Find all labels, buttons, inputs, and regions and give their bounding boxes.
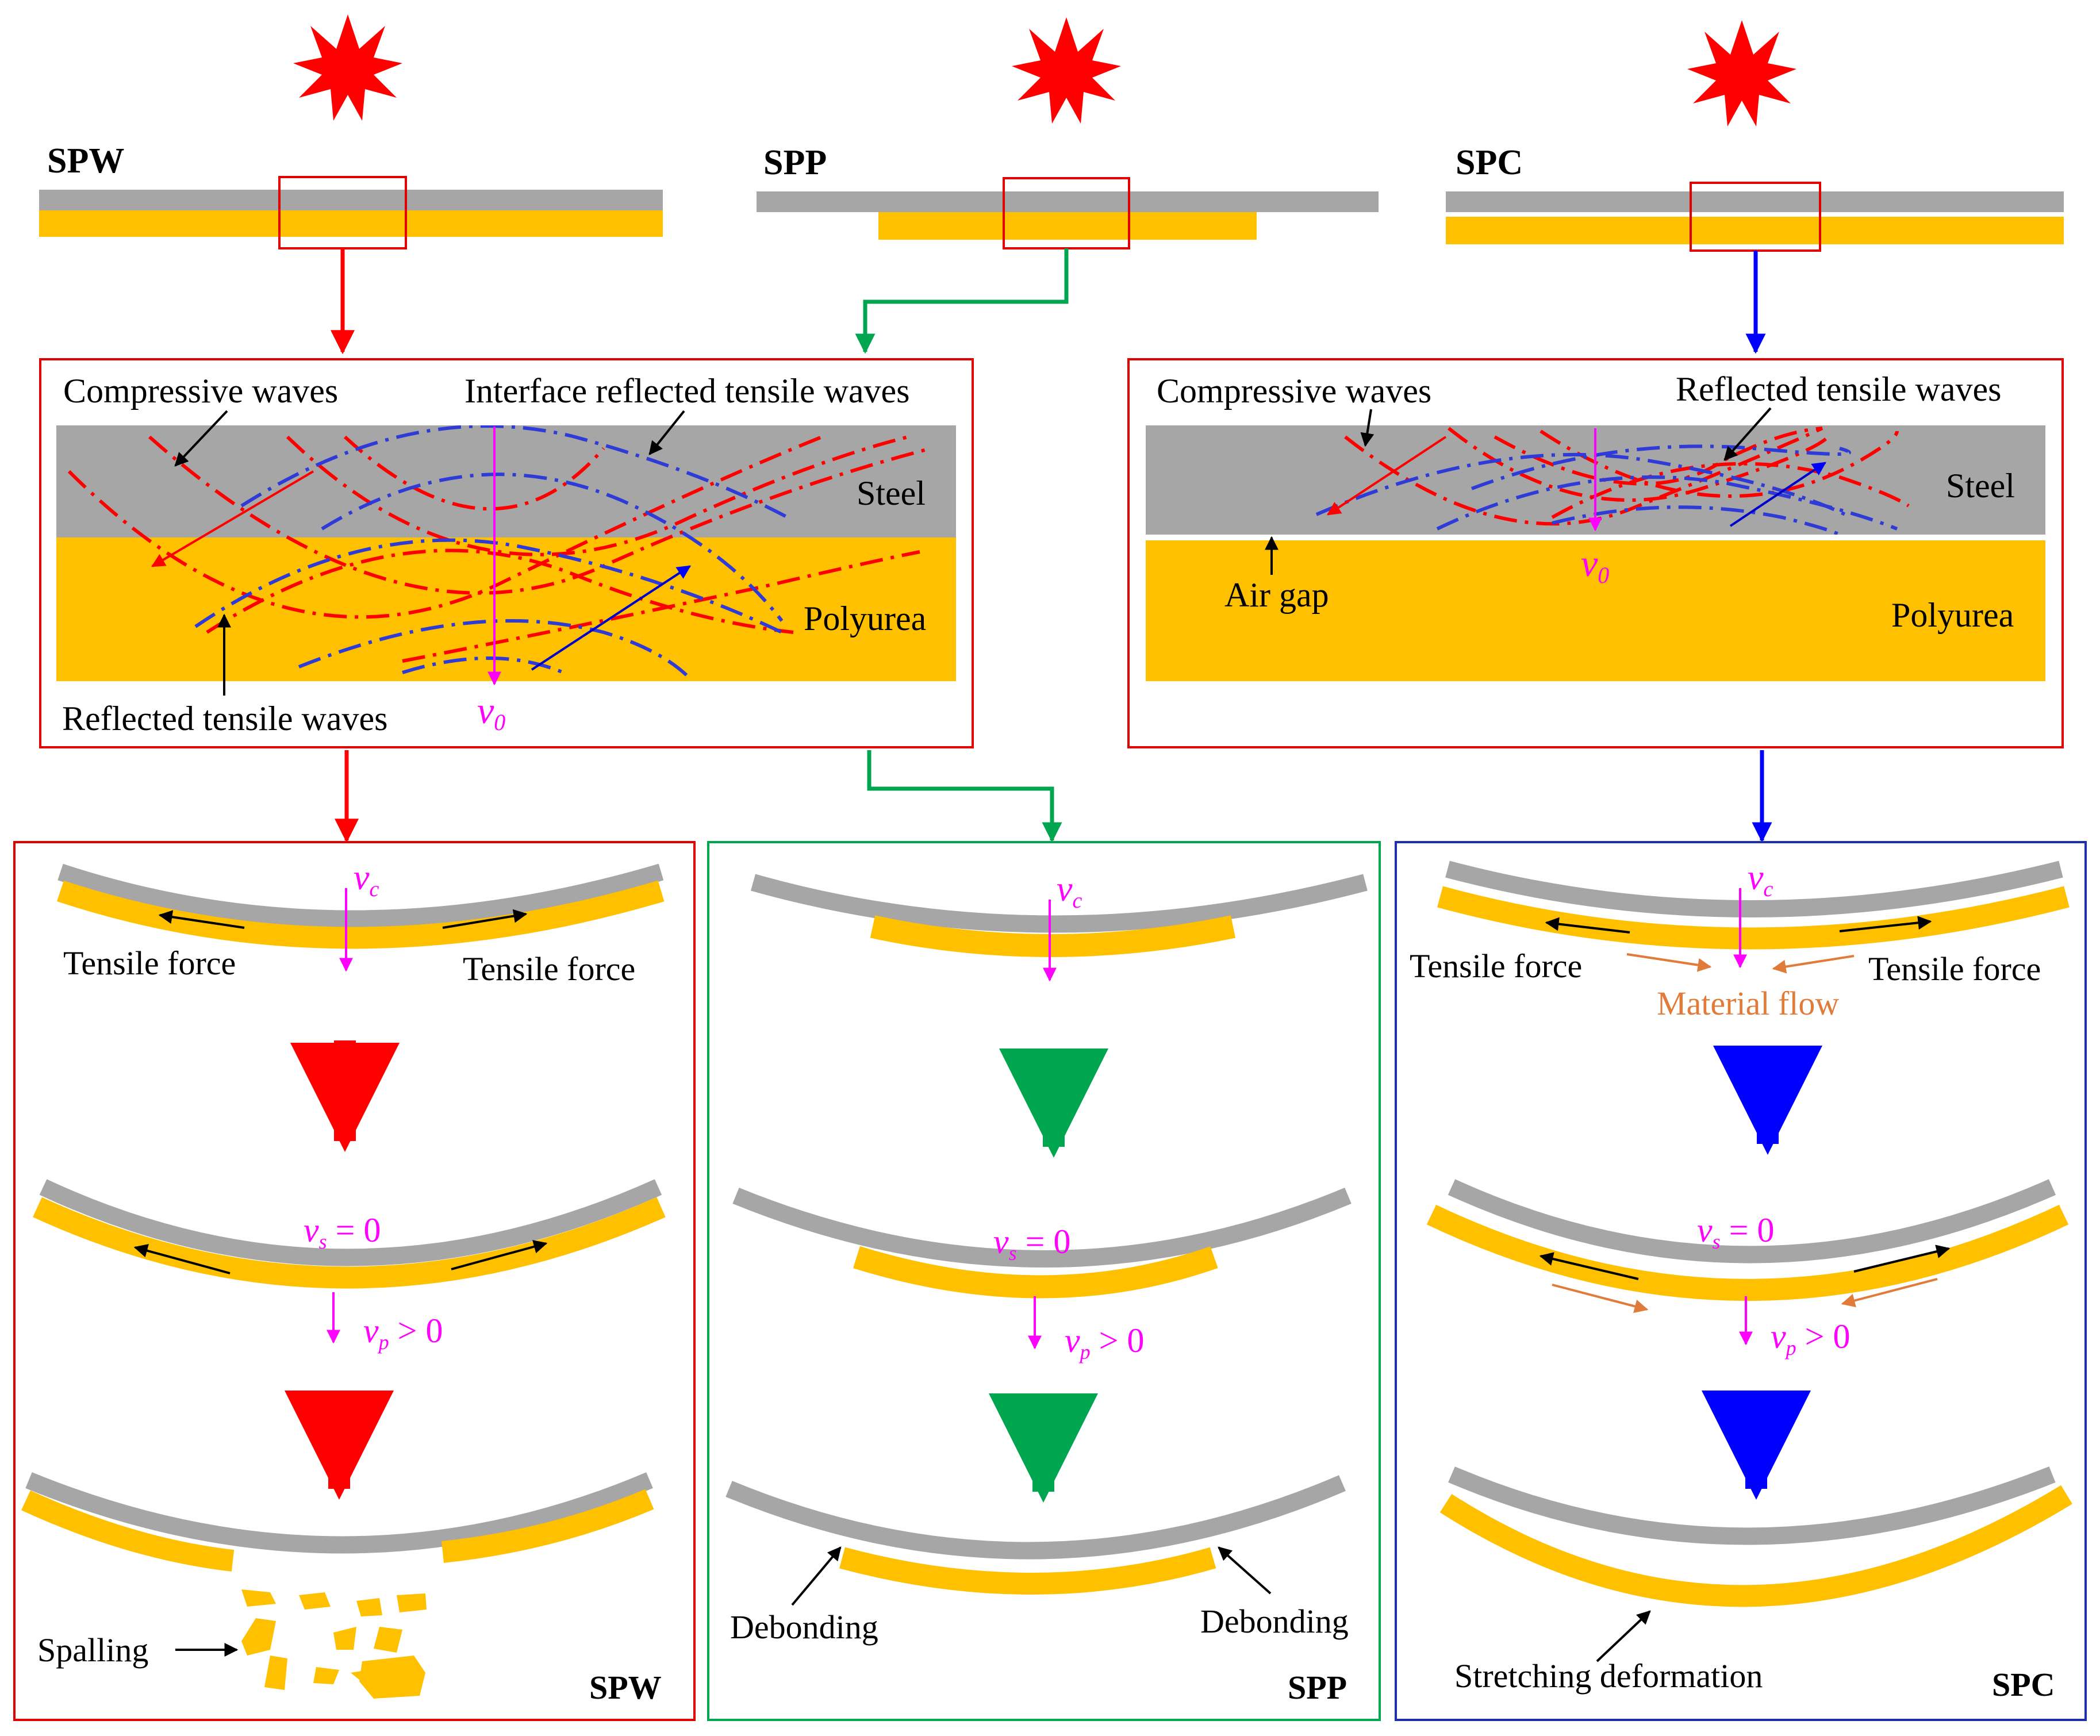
- label-tensile-left-spw: Tensile force: [63, 944, 236, 982]
- blue-wave-arrow-left: [531, 565, 692, 671]
- label-polyurea-right: Polyurea: [1891, 596, 2014, 634]
- spc-panel: vc Tensile force Tensile force Material …: [1395, 841, 2087, 1721]
- label-v0-left: v0: [477, 690, 505, 735]
- label-vp-spp: vp > 0: [1065, 1322, 1144, 1364]
- label-vs-spp: vs = 0: [993, 1223, 1071, 1265]
- top-spp: SPP: [757, 143, 1379, 354]
- label-spp-top: SPP: [763, 143, 827, 182]
- top-spw: SPW: [39, 141, 663, 355]
- arrow-left-to-spp: [867, 750, 1062, 843]
- label-material-flow: Material flow: [1657, 985, 1839, 1022]
- spalling-fragments: [241, 1589, 427, 1699]
- label-polyurea-left: Polyurea: [804, 600, 926, 637]
- label-vs-spw: vs = 0: [304, 1211, 381, 1253]
- label-vc-spc: vc: [1748, 858, 1773, 901]
- blue-wave-arrow-right: [1729, 462, 1826, 527]
- arrow-spp-down: [855, 248, 1069, 354]
- label-v0-right: v0: [1581, 543, 1609, 588]
- label-tensile-left-spc: Tensile force: [1410, 947, 1582, 985]
- label-spc-panel: SPC: [1992, 1666, 2055, 1703]
- label-debond-left: Debonding: [730, 1608, 878, 1646]
- label-vc-spw: vc: [354, 858, 379, 901]
- wave-pattern-left: [67, 425, 932, 680]
- label-debond-right: Debonding: [1200, 1603, 1349, 1640]
- label-steel-right: Steel: [1946, 467, 2015, 505]
- red-wave-arrow-right: [1326, 436, 1447, 516]
- label-spw-top: SPW: [47, 141, 124, 180]
- label-reflected-left: Reflected tensile waves: [62, 700, 387, 738]
- spw-panel: vc Tensile force Tensile force vs = 0 vp…: [13, 841, 696, 1721]
- label-spc-top: SPC: [1456, 143, 1523, 182]
- spp-panel: vc vs = 0 vp > 0 Debonding Debonding SPP: [707, 841, 1381, 1721]
- label-air-gap: Air gap: [1224, 576, 1329, 614]
- mid-left-panel: Compressive waves Interface reflected te…: [39, 358, 974, 748]
- explosion-icon-spw: [293, 14, 402, 121]
- label-compressive-right: Compressive waves: [1157, 372, 1431, 410]
- wave-pattern-right: [1315, 427, 1910, 535]
- label-reflected-right: Reflected tensile waves: [1676, 370, 2001, 408]
- label-spp-panel: SPP: [1288, 1669, 1347, 1706]
- label-spalling: Spalling: [37, 1631, 148, 1669]
- label-stretching: Stretching deformation: [1454, 1657, 1763, 1695]
- label-spw-panel: SPW: [589, 1669, 662, 1706]
- polyurea-layer-right: [1146, 540, 2045, 681]
- label-vp-spw: vp > 0: [363, 1312, 443, 1354]
- top-spc: SPC: [1446, 143, 2064, 354]
- label-vp-spc: vp > 0: [1771, 1318, 1850, 1359]
- label-tensile-right-spc: Tensile force: [1868, 950, 2041, 988]
- label-interface-reflected: Interface reflected tensile waves: [464, 372, 910, 410]
- label-tensile-right-spw: Tensile force: [463, 950, 635, 988]
- red-wave-arrow-left: [151, 470, 314, 567]
- label-vs-spc: vs = 0: [1697, 1211, 1775, 1253]
- mid-right-panel: Compressive waves Reflected tensile wave…: [1127, 358, 2064, 748]
- label-compressive-left: Compressive waves: [63, 372, 338, 410]
- label-vc-spp: vc: [1057, 870, 1082, 913]
- label-steel-left: Steel: [857, 474, 926, 512]
- explosion-icon-spp: [1012, 17, 1121, 124]
- explosion-icon-spc: [1687, 20, 1796, 126]
